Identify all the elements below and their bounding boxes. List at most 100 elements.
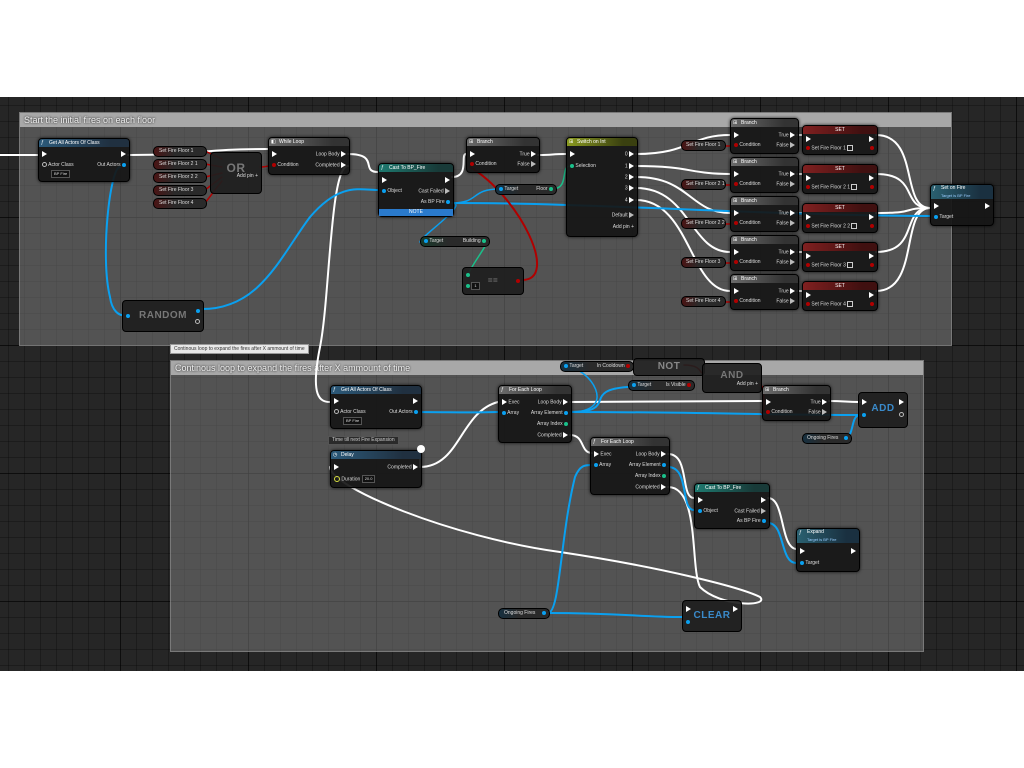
array-pin[interactable] — [686, 619, 690, 624]
case-3-pin[interactable] — [629, 185, 634, 191]
exec-in-pin[interactable] — [806, 136, 811, 142]
condition-pin[interactable] — [734, 298, 738, 303]
branch-5-var-getter[interactable]: Set Fire Floor 4 — [681, 296, 726, 307]
value-checkbox[interactable] — [851, 184, 858, 190]
condition-pin[interactable] — [470, 161, 474, 166]
exec-out-pin[interactable] — [869, 175, 874, 181]
floor-pin[interactable] — [549, 186, 553, 191]
exec-out-pin[interactable] — [869, 292, 874, 298]
case-4-pin[interactable] — [629, 197, 634, 203]
target-pin[interactable] — [499, 186, 503, 191]
value-pin[interactable] — [806, 302, 810, 306]
false-pin[interactable] — [790, 220, 795, 226]
condition-pin[interactable] — [766, 409, 770, 414]
branch-node-top[interactable]: ⊞Branch Condition True False — [466, 137, 540, 173]
false-pin[interactable] — [531, 161, 536, 167]
target-pin[interactable] — [424, 238, 428, 243]
completed-pin[interactable] — [341, 162, 346, 168]
target-pin[interactable] — [632, 382, 636, 387]
exec-in-pin[interactable] — [594, 451, 599, 457]
completed-pin[interactable] — [563, 432, 568, 438]
array-pin[interactable] — [862, 412, 866, 417]
false-pin[interactable] — [790, 181, 795, 187]
exec-out-pin[interactable] — [869, 136, 874, 142]
exec-in-pin[interactable] — [862, 399, 867, 405]
exec-out-pin[interactable] — [445, 177, 450, 183]
exec-out-pin[interactable] — [869, 214, 874, 220]
exec-in-pin[interactable] — [502, 399, 507, 405]
array-pin[interactable] — [502, 410, 506, 415]
array-index-pin[interactable] — [662, 473, 666, 478]
exec-out-pin[interactable] — [121, 151, 126, 157]
a-pin[interactable] — [466, 272, 470, 277]
set-node-3[interactable]: SET Set Fire Floor 2 2 — [802, 203, 878, 233]
true-pin[interactable] — [790, 288, 795, 294]
ongoing-fires-pin[interactable] — [542, 610, 546, 615]
is-visible-pin[interactable] — [687, 382, 691, 387]
output-pin[interactable] — [870, 223, 874, 228]
true-pin[interactable] — [790, 171, 795, 177]
branch-2-var-getter[interactable]: Set Fire Floor 2 1 — [681, 179, 726, 190]
condition-pin[interactable] — [734, 181, 738, 186]
array-pin[interactable] — [594, 462, 598, 467]
result-pin[interactable] — [516, 278, 520, 283]
array-element-pin[interactable] — [662, 462, 666, 467]
target-pin[interactable] — [934, 214, 938, 219]
exec-in-pin[interactable] — [766, 399, 771, 405]
value-checkbox[interactable] — [847, 145, 854, 151]
index-out-pin[interactable] — [195, 319, 200, 325]
actor-class-pin[interactable] — [334, 409, 339, 415]
blueprint-graph[interactable]: Start the initial fires on each floor Co… — [0, 97, 1024, 671]
value-pin[interactable] — [806, 185, 810, 189]
ongoing-fires-pin[interactable] — [844, 435, 848, 440]
ongoing-fires-getter-2[interactable]: Ongoing Fires — [498, 608, 550, 619]
true-pin[interactable] — [790, 210, 795, 216]
target-pin[interactable] — [564, 363, 568, 368]
set-node-5[interactable]: SET Set Fire Floor 4 — [802, 281, 878, 311]
set-node-1[interactable]: SET Set Fire Floor 1 — [802, 125, 878, 155]
exec-in-pin[interactable] — [470, 151, 475, 157]
array-in-pin[interactable] — [126, 313, 130, 318]
set-fire-floor-2-2-getter[interactable]: Set Fire Floor 2 2 — [153, 172, 207, 183]
or-node[interactable]: OR Add pin + — [210, 152, 262, 194]
exec-in-pin[interactable] — [800, 548, 805, 554]
class-dropdown[interactable]: BP Fire — [51, 170, 71, 178]
condition-pin[interactable] — [734, 142, 738, 147]
set-fire-floor-3-getter[interactable]: Set Fire Floor 3 — [153, 185, 207, 196]
switch-on-int-node[interactable]: ⊞Switch on Int Selection 0 1 2 3 4 Defau… — [566, 137, 638, 237]
array-index-pin[interactable] — [564, 421, 568, 426]
target-is-visible-getter[interactable]: Target Is Visible — [628, 380, 695, 391]
random-node[interactable]: RANDOM — [122, 300, 204, 332]
exec-in-pin[interactable] — [686, 606, 691, 612]
exec-in-pin[interactable] — [734, 171, 739, 177]
true-pin[interactable] — [531, 151, 536, 157]
exec-in-pin[interactable] — [734, 210, 739, 216]
set-node-2[interactable]: SET Set Fire Floor 2 1 — [802, 164, 878, 194]
value-pin[interactable] — [806, 263, 810, 267]
branch-node-4[interactable]: ⊞Branch Condition True False — [730, 235, 799, 271]
condition-pin[interactable] — [734, 220, 738, 225]
building-pin[interactable] — [482, 238, 486, 243]
duration-field[interactable]: 20.0 — [361, 475, 376, 483]
branch-node-1[interactable]: ⊞Branch Condition True False — [730, 118, 799, 154]
loop-body-pin[interactable] — [563, 399, 568, 405]
true-pin[interactable] — [790, 249, 795, 255]
add-pin-button[interactable]: Add pin — [236, 173, 254, 179]
set-fire-floor-1-getter[interactable]: Set Fire Floor 1 — [153, 146, 207, 157]
condition-pin[interactable] — [734, 259, 738, 264]
while-loop-node[interactable]: ◧While Loop Condition Loop Body Complete… — [268, 137, 350, 175]
output-pin[interactable] — [870, 184, 874, 189]
branch-node-bottom[interactable]: ⊞Branch Condition True False — [762, 385, 831, 421]
default-pin[interactable] — [629, 212, 634, 218]
exec-in-pin[interactable] — [698, 497, 703, 503]
loop-body-pin[interactable] — [341, 151, 346, 157]
exec-out-pin[interactable] — [985, 203, 990, 209]
output-pin[interactable] — [870, 262, 874, 267]
exec-in-pin[interactable] — [42, 151, 47, 157]
exec-out-pin[interactable] — [899, 399, 904, 405]
target-pin[interactable] — [800, 560, 804, 565]
